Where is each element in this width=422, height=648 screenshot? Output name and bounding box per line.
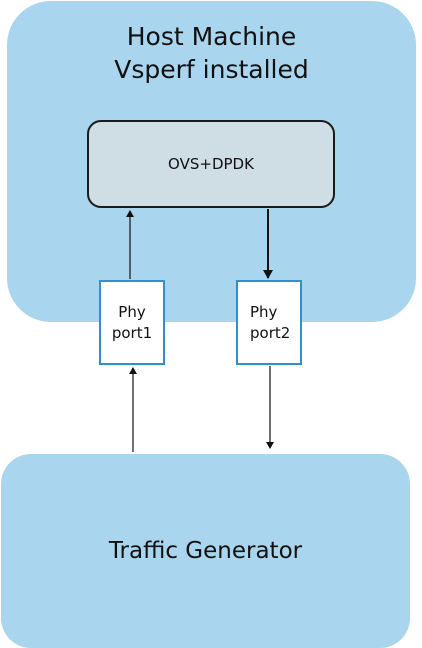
phy-port2-line1: Phy xyxy=(250,303,278,321)
host-title-line2: Vsperf installed xyxy=(114,55,309,84)
traffic-generator-box: Traffic Generator xyxy=(1,454,410,648)
traffic-generator-label: Traffic Generator xyxy=(108,538,303,564)
phy-port1-box: Phy port1 xyxy=(99,280,165,365)
phy-port1-line1: Phy xyxy=(118,303,146,321)
host-machine-title: Host Machine Vsperf installed xyxy=(7,20,416,86)
phy-port2-line2: port2 xyxy=(250,324,291,342)
ovs-dpdk-label: OVS+DPDK xyxy=(168,155,254,173)
host-title-line1: Host Machine xyxy=(126,22,297,51)
ovs-dpdk-box: OVS+DPDK xyxy=(87,120,335,208)
phy-port2-box: Phy port2 xyxy=(236,280,302,365)
phy-port1-line2: port1 xyxy=(111,324,153,342)
